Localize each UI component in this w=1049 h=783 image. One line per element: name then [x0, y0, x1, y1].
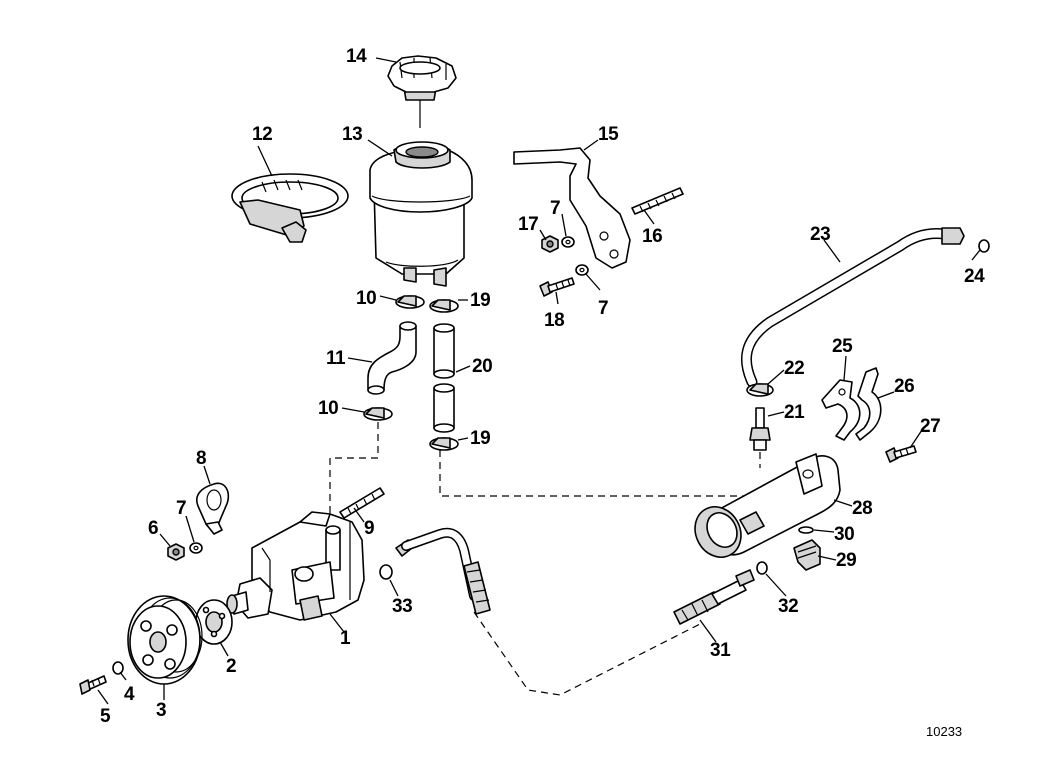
nut-6 — [167, 543, 185, 561]
callout-5: 5 — [100, 706, 111, 727]
callout-21: 21 — [784, 402, 805, 423]
pulley-icon — [127, 595, 203, 685]
callout-8: 8 — [196, 448, 206, 469]
washer-4 — [112, 661, 124, 675]
callout-2: 2 — [226, 656, 236, 677]
bolt-5 — [79, 675, 107, 695]
callout-29: 29 — [836, 550, 856, 571]
bolt-18 — [539, 277, 575, 297]
callout-9: 9 — [364, 518, 374, 539]
o-ring-24 — [978, 239, 990, 253]
callout-7-lower: 7 — [598, 298, 608, 319]
callout-7-left: 7 — [176, 498, 186, 519]
bracket-15 — [513, 147, 631, 269]
callout-10-upper: 10 — [356, 288, 376, 309]
callout-28: 28 — [852, 498, 872, 519]
callout-18: 18 — [544, 310, 564, 331]
clip-8 — [196, 482, 230, 535]
callout-4: 4 — [124, 684, 135, 705]
callout-15: 15 — [598, 124, 619, 145]
callout-31: 31 — [710, 640, 731, 661]
callout-12: 12 — [252, 124, 272, 145]
stud-9 — [339, 487, 385, 519]
callout-14: 14 — [346, 46, 367, 67]
hose-clamp-22 — [746, 383, 774, 397]
hose-11 — [367, 321, 417, 395]
tube-23 — [740, 227, 965, 388]
callout-33: 33 — [392, 596, 412, 617]
hose-20 — [433, 323, 455, 433]
callout-7-upper: 7 — [550, 198, 560, 219]
clamp-26 — [855, 367, 882, 441]
callout-19-lower: 19 — [470, 428, 490, 449]
callouts: 14 12 13 15 16 17 7 7 18 10 19 11 20 10 … — [100, 46, 986, 739]
fitting-21 — [749, 407, 771, 451]
hose-clamp-19-lower — [429, 437, 459, 451]
o-ring-32 — [756, 561, 768, 575]
callout-27: 27 — [920, 416, 940, 437]
callout-26: 26 — [894, 376, 914, 397]
callout-22: 22 — [784, 358, 804, 379]
callout-32: 32 — [778, 596, 798, 617]
o-ring-33 — [379, 564, 393, 580]
bolt-27 — [885, 445, 917, 463]
washer-7-lower — [575, 264, 589, 276]
o-ring-30 — [798, 526, 814, 534]
hub-2 — [195, 599, 233, 645]
callout-10-lower: 10 — [318, 398, 338, 419]
hose-clamp-10-upper — [395, 295, 425, 309]
callout-13: 13 — [342, 124, 362, 145]
fitting-29 — [793, 539, 821, 571]
callout-24: 24 — [964, 266, 985, 287]
callout-1: 1 — [340, 628, 351, 649]
figure-number: 10233 — [926, 724, 962, 739]
hose-clamp-icon — [231, 173, 349, 243]
callout-30: 30 — [834, 524, 854, 545]
hose-clamp-10-lower — [363, 407, 393, 421]
reservoir-icon — [369, 141, 473, 287]
callout-3: 3 — [156, 700, 166, 721]
callout-6: 6 — [148, 518, 158, 539]
callout-25: 25 — [832, 336, 853, 357]
power-steering-pump-icon — [226, 511, 365, 621]
callout-19-upper: 19 — [470, 290, 490, 311]
hose-31 — [395, 527, 755, 625]
callout-23: 23 — [810, 224, 830, 245]
washer-7-left — [189, 542, 203, 554]
callout-17: 17 — [518, 214, 538, 235]
callout-11: 11 — [326, 348, 346, 369]
clamp-25 — [821, 379, 861, 441]
reservoir-cap-icon — [387, 55, 457, 128]
callout-16: 16 — [642, 226, 662, 247]
dashed-routing-lines — [329, 422, 770, 696]
stud-16 — [631, 187, 684, 215]
callout-20: 20 — [472, 356, 492, 377]
fluid-cooler-icon — [694, 453, 841, 558]
washer-7-upper — [561, 236, 575, 248]
hose-clamp-19-upper — [429, 299, 459, 313]
leader-lines — [97, 57, 981, 705]
